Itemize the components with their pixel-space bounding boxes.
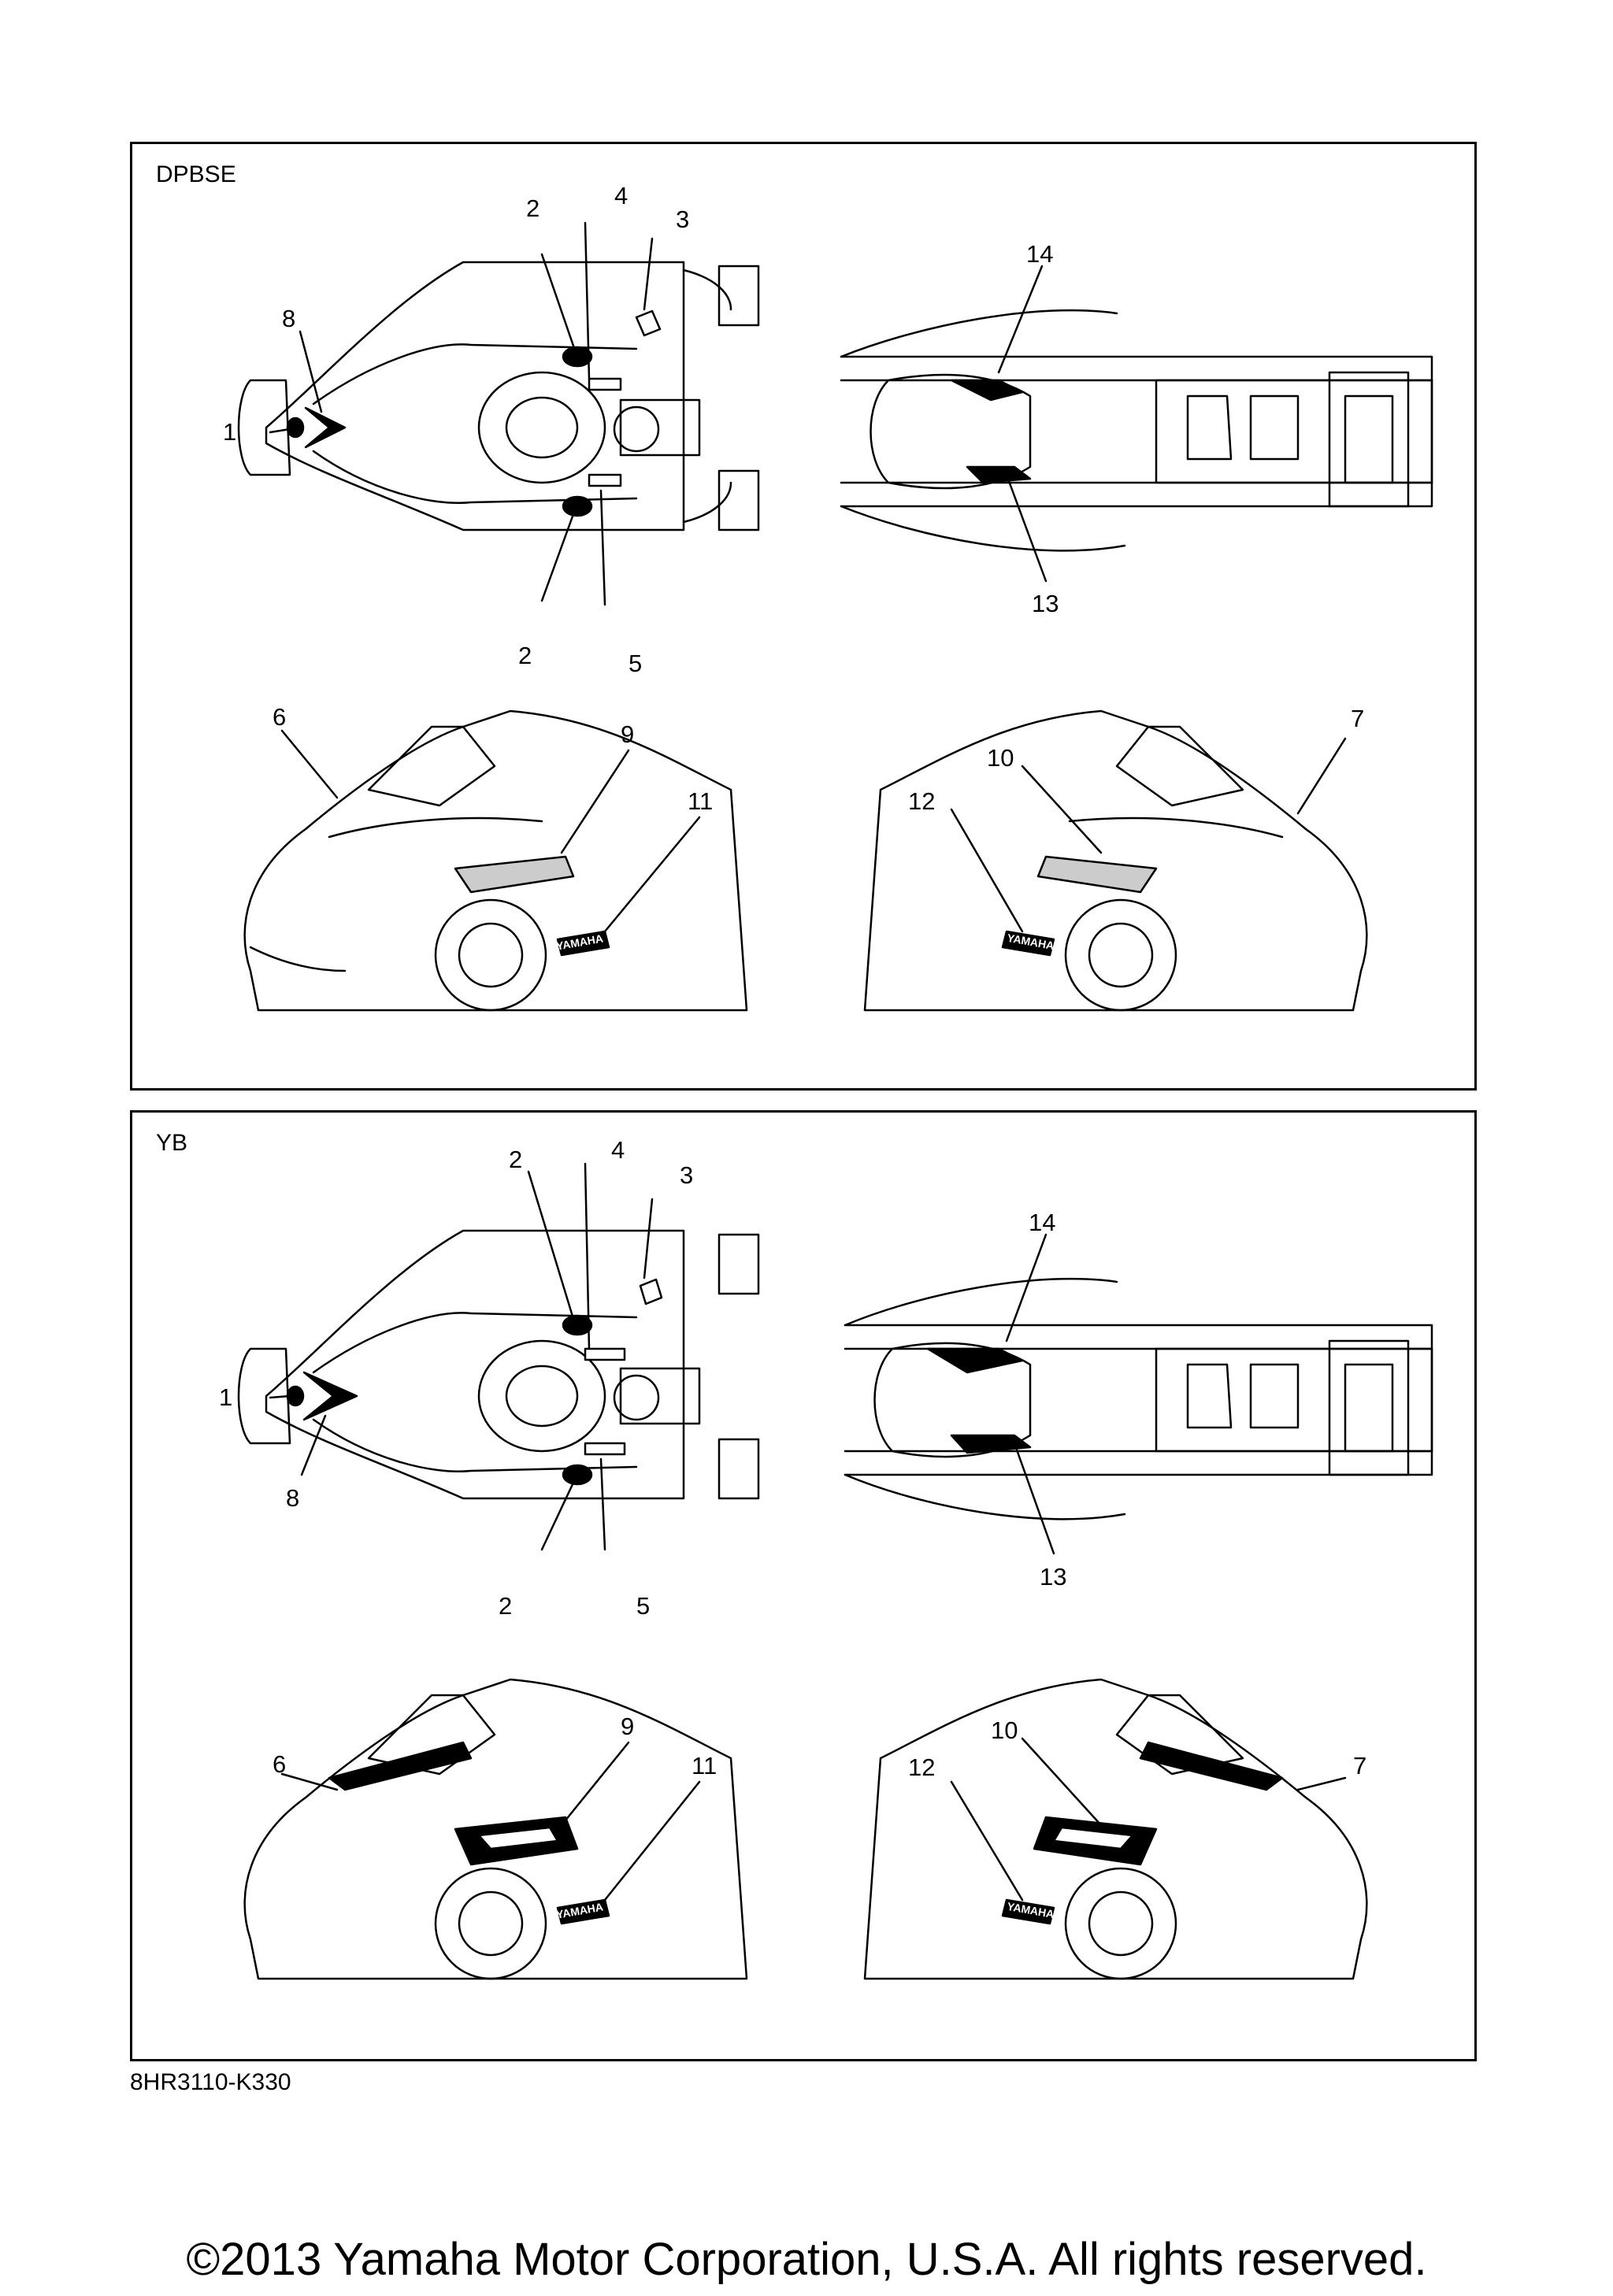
callout-7: 7 (1353, 1752, 1366, 1779)
callout-5: 5 (636, 1592, 650, 1620)
top-view-illustration (237, 1229, 760, 1500)
callout-3: 3 (680, 1161, 693, 1189)
top-view-callouts (269, 221, 654, 606)
part-code: 8HR3110-K330 (130, 2069, 291, 2095)
right-side-view-illustration (863, 1678, 1368, 1980)
right-side-view-illustration (863, 709, 1368, 1012)
callout-13: 13 (1040, 1563, 1066, 1591)
left-side-callouts (280, 729, 701, 933)
callout-2-lower: 2 (499, 1592, 512, 1620)
copyright-notice: ©2013 Yamaha Motor Corporation, U.S.A. A… (186, 2234, 1427, 2285)
right-side-callouts (950, 737, 1347, 933)
callout-9: 9 (621, 720, 634, 748)
callout-2-lower: 2 (518, 642, 532, 669)
callout-5: 5 (629, 650, 642, 677)
callout-2: 2 (509, 1146, 522, 1173)
rear-view-illustration (844, 1277, 1433, 1520)
left-side-callouts (280, 1741, 701, 1902)
top-view-illustration (237, 261, 760, 531)
callout-8: 8 (286, 1484, 299, 1512)
callout-1: 1 (219, 1383, 232, 1411)
callout-14: 14 (1026, 240, 1053, 268)
callout-1: 1 (223, 418, 236, 446)
panel-illustration: 1 2 2 3 4 5 8 14 13 (219, 1136, 1433, 1980)
panel-label: DPBSE (156, 161, 236, 187)
callout-8: 8 (282, 305, 295, 332)
callout-10: 10 (987, 744, 1014, 772)
panel-illustration: 1 2 2 3 4 5 8 14 13 (223, 182, 1433, 1012)
diagram-panel-dpbse: DPBSE (130, 142, 1477, 1091)
callout-12: 12 (908, 787, 935, 815)
left-side-view-illustration (243, 1678, 748, 1980)
callout-10: 10 (991, 1716, 1018, 1744)
right-side-callouts (950, 1737, 1347, 1902)
callout-12: 12 (908, 1753, 935, 1781)
left-side-view-illustration (243, 709, 748, 1012)
callout-11: 11 (692, 1752, 717, 1779)
callout-6: 6 (273, 703, 286, 731)
callout-2: 2 (526, 194, 540, 222)
rear-view-illustration (840, 309, 1433, 552)
callout-9: 9 (621, 1713, 634, 1740)
diagram-panel-yb: YB 1 2 (130, 1110, 1477, 2061)
top-view-callouts (269, 1162, 654, 1551)
callout-4: 4 (614, 182, 628, 209)
callout-4: 4 (611, 1136, 625, 1164)
panel-label: YB (156, 1130, 188, 1156)
callout-11: 11 (688, 787, 713, 815)
rear-view-callouts (997, 265, 1048, 583)
callout-6: 6 (273, 1750, 286, 1778)
callout-13: 13 (1032, 590, 1059, 617)
callout-7: 7 (1351, 705, 1364, 732)
callout-14: 14 (1029, 1209, 1055, 1236)
callout-3: 3 (676, 206, 689, 233)
rear-view-callouts (1005, 1233, 1055, 1555)
